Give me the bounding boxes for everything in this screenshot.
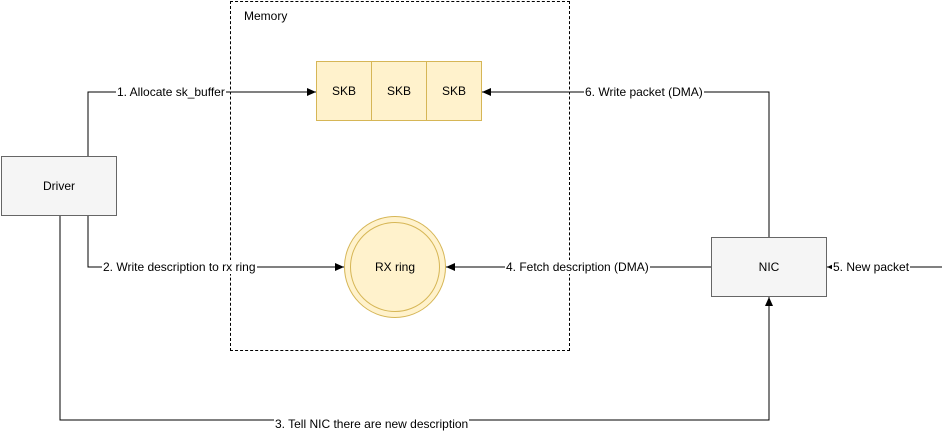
label-allocate: 1. Allocate sk_buffer	[116, 85, 226, 99]
label-tell-nic: 3. Tell NIC there are new description	[274, 417, 470, 431]
memory-region	[230, 1, 570, 351]
label-new-packet: 5. New packet	[832, 260, 911, 274]
edge-write-packet	[482, 88, 770, 237]
label-write-description: 2. Write description to rx ring	[102, 260, 257, 274]
skb-block-2: SKB	[371, 61, 427, 121]
skb-block-1: SKB	[316, 61, 372, 121]
edge-write-description	[87, 216, 344, 271]
label-fetch-description: 4. Fetch description (DMA)	[505, 260, 650, 274]
skb-block-3: SKB	[426, 61, 482, 121]
label-write-packet: 6. Write packet (DMA)	[584, 85, 704, 99]
nic-node: NIC	[711, 237, 827, 297]
memory-title: Memory	[244, 9, 288, 23]
driver-node: Driver	[1, 156, 117, 216]
edge-allocate	[87, 88, 316, 156]
rx-ring-label: RX ring	[350, 222, 440, 312]
